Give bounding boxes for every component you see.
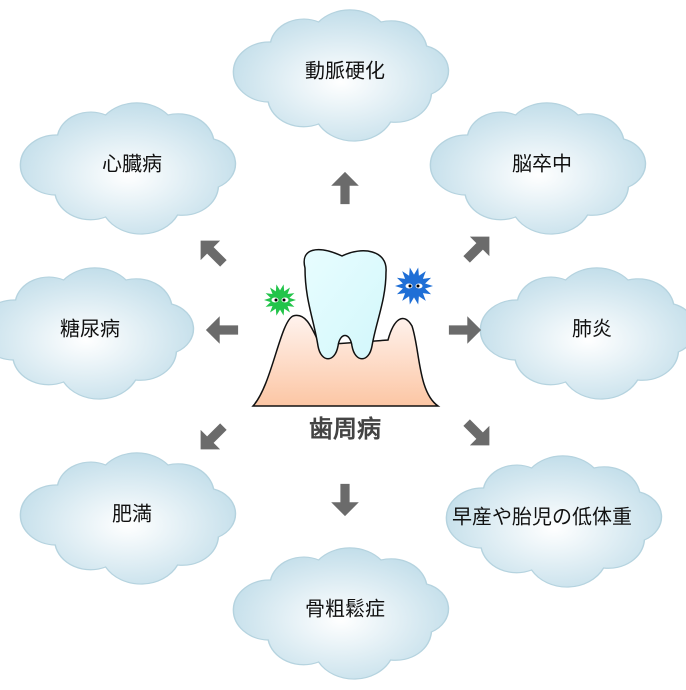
disease-label: 心臓病 xyxy=(102,152,162,176)
disease-label: 骨粗鬆症 xyxy=(305,597,385,621)
disease-label: 早産や胎児の低体重 xyxy=(452,505,632,529)
disease-label: 糖尿病 xyxy=(60,317,120,341)
arrow-icon xyxy=(331,171,359,205)
cloud-heart-disease: 心臓病 xyxy=(19,102,237,235)
cloud-obesity: 肥満 xyxy=(19,452,237,585)
disease-label: 肺炎 xyxy=(572,317,612,341)
disease-label: 動脈硬化 xyxy=(305,59,385,83)
arrow-icon xyxy=(200,423,227,450)
tooth xyxy=(303,249,387,360)
center-label: 歯周病 xyxy=(309,415,381,443)
cloud-arteriosclerosis: 動脈硬化 xyxy=(232,9,450,142)
cloud-osteoporosis: 骨粗鬆症 xyxy=(232,547,450,680)
blue-germ-icon xyxy=(395,267,433,305)
disease-label: 肥満 xyxy=(112,502,152,526)
arrow-icon xyxy=(463,236,490,263)
arrow-icon xyxy=(331,483,359,517)
disease-label: 脳卒中 xyxy=(512,152,572,176)
arrow-icon xyxy=(463,419,490,446)
arrow-icon xyxy=(205,316,239,344)
arrow-icon xyxy=(448,316,482,344)
cloud-pneumonia: 肺炎 xyxy=(479,267,686,400)
green-germ-icon xyxy=(264,284,296,316)
cloud-stroke: 脳卒中 xyxy=(429,102,647,235)
arrow-icon xyxy=(200,240,227,267)
cloud-premature-birth: 早産や胎児の低体重 xyxy=(445,455,663,588)
cloud-diabetes: 糖尿病 xyxy=(0,267,195,400)
